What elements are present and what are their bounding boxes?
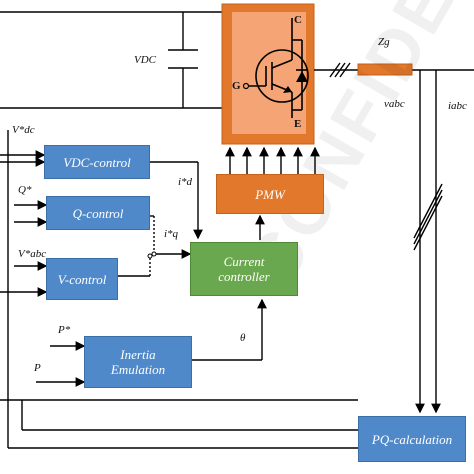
emitter-arrow (283, 86, 292, 93)
pq-calculation-label: PQ-calculation (371, 431, 453, 447)
ac-output-line (314, 62, 474, 78)
inertia-label-1: Inertia (120, 347, 156, 362)
switch-node-2 (147, 253, 153, 259)
vdc-label: VDC (134, 54, 156, 66)
pq-calculation-block: PQ-calculation (358, 416, 466, 462)
q-control-label: Q-control (72, 205, 124, 221)
igbt-panel-inner (232, 12, 306, 134)
current-controller-label-1: Current (223, 254, 265, 269)
iq-ref-label: i*q (164, 228, 179, 240)
vabc-ref-label: V*abc (18, 248, 47, 260)
p-ref-label: P* (58, 324, 71, 336)
vdc-control-block: VDC-control (44, 145, 150, 179)
v-control-block: V-control (46, 258, 118, 300)
current-controller-label-2: controller (218, 269, 270, 284)
q-control-block: Q-control (46, 196, 150, 230)
vdc-ref-label: V*dc (12, 124, 35, 136)
q-ref-label: Q* (18, 184, 32, 196)
id-ref-label: i*d (178, 176, 193, 188)
reference-signals (118, 161, 203, 296)
inertia-label-2: Emulation (110, 362, 166, 377)
grid-impedance (357, 63, 413, 76)
iabc-label: iabc (448, 100, 467, 112)
zg-label: Zg (378, 36, 390, 48)
gate-label: G (232, 80, 241, 92)
feedback-lines (0, 130, 358, 449)
vdc-control-label: VDC-control (63, 154, 131, 170)
current-controller-block: Current controller (190, 242, 298, 296)
v-control-label: V-control (57, 271, 107, 287)
emitter-label: E (294, 118, 302, 130)
gate-terminal (242, 82, 250, 90)
theta-signal (192, 298, 267, 361)
theta-label: θ (240, 332, 246, 344)
inertia-emulation-block: Inertia Emulation (84, 336, 192, 388)
dc-link (0, 11, 222, 109)
measurement-lines (413, 70, 443, 414)
vabc-label: vabc (384, 98, 405, 110)
p-meas-label: P (34, 362, 41, 374)
switch-node-1 (151, 251, 157, 257)
pwm-label: PMW (255, 186, 285, 202)
collector-label: C (294, 14, 302, 26)
diode-triangle (296, 71, 308, 82)
pwm-block: PMW (216, 174, 324, 214)
gate-signal-arrows (225, 146, 320, 240)
